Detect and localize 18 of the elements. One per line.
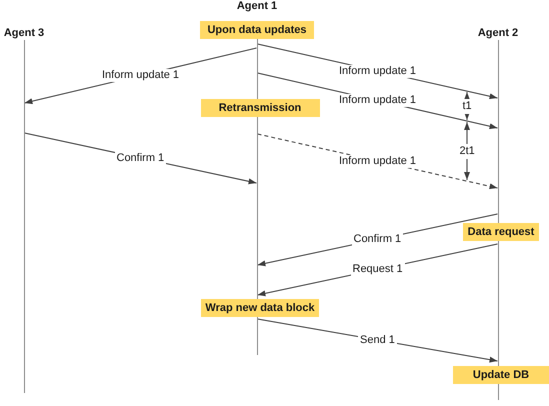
dimension-label: t1 — [462, 98, 473, 114]
note-box: Upon data updates — [200, 21, 314, 39]
message-label: Inform update 1 — [100, 69, 182, 82]
message-label: Inform update 1 — [337, 154, 418, 168]
lifeline-title: Agent 2 — [478, 27, 518, 40]
message-label: Confirm 1 — [352, 233, 404, 246]
dimension-label: 2t1 — [458, 144, 476, 158]
message-label: Send 1 — [358, 334, 397, 346]
note-box: Data request — [463, 223, 539, 241]
message-label: Request 1 — [350, 263, 405, 276]
lifeline-title: Agent 3 — [4, 27, 44, 40]
note-box: Update DB — [453, 366, 549, 384]
message-label: Confirm 1 — [114, 152, 166, 164]
message-label: Inform update 1 — [337, 64, 418, 78]
message-label: Inform update 1 — [337, 94, 418, 107]
lifeline-title: Agent 1 — [236, 0, 278, 13]
note-box: Wrap new data block — [201, 299, 319, 317]
note-box: Retransmission — [200, 99, 320, 117]
